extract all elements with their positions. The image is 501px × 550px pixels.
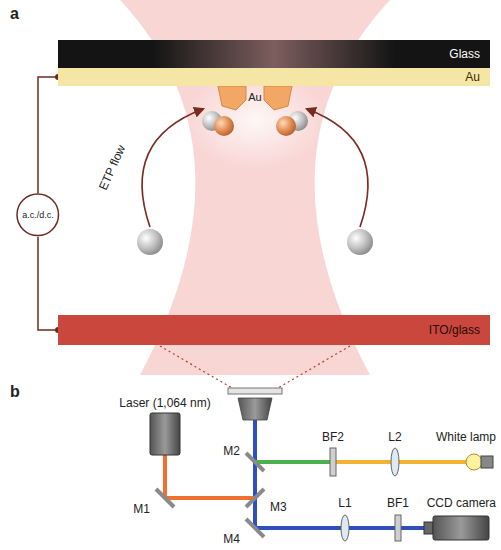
- au-nanostructure: [218, 86, 246, 110]
- laser-source: [150, 413, 180, 455]
- wire: [38, 237, 58, 330]
- source-circle: [17, 194, 59, 236]
- callout-name: M3: [270, 501, 287, 515]
- flow-arrow: [307, 109, 368, 227]
- lens: [341, 515, 349, 541]
- camera-lens: [424, 522, 433, 534]
- mirror: [246, 453, 264, 471]
- part-name: Au: [248, 91, 261, 104]
- bandpass-filter: [330, 448, 336, 476]
- layer-label: Glass: [449, 47, 480, 61]
- trapped-particle: [214, 116, 234, 136]
- gold-film: Au: [58, 68, 490, 86]
- bandpass-filter: [395, 515, 401, 541]
- lamp-base: [481, 456, 493, 468]
- callout-name: M1: [133, 503, 150, 517]
- flow-label: ETP flow: [97, 143, 129, 192]
- callout-name: L1: [338, 497, 351, 511]
- wire: [38, 77, 58, 193]
- trapped-particle: [276, 116, 296, 136]
- zoom-line: [160, 346, 232, 388]
- callout-name: M2: [223, 445, 240, 459]
- mirror: [246, 519, 264, 537]
- layer-label: a.c./d.c.: [22, 210, 54, 220]
- flow-arrow: [142, 109, 203, 227]
- mirror: [156, 489, 174, 507]
- particle: [137, 229, 163, 255]
- ito-glass-layer: ITO/glass: [58, 315, 490, 345]
- particle: [347, 229, 373, 255]
- illumination-beam: [333, 460, 470, 464]
- layer-label: Au: [465, 70, 480, 84]
- layer-label: ITO/glass: [429, 323, 480, 337]
- illumination-beam: [255, 460, 333, 464]
- callout-name: BF1: [387, 497, 409, 511]
- sample-slide: [228, 388, 282, 394]
- mirror: [246, 489, 264, 507]
- lamp-bulb: [466, 454, 482, 470]
- camera-body: [433, 516, 489, 540]
- imaging-beam: [253, 420, 257, 528]
- lens: [391, 448, 399, 476]
- panel-letter: b: [10, 383, 20, 401]
- part-name: CCD camera: [427, 497, 496, 511]
- callout-name: BF2: [322, 431, 344, 445]
- laser-path: [165, 496, 255, 500]
- voltage-source: a.c./d.c.: [16, 193, 60, 237]
- callout-name: M4: [223, 533, 240, 547]
- objective: [238, 398, 272, 420]
- au-nanostructure: [264, 86, 292, 110]
- panel-letter: a: [10, 5, 19, 23]
- zoom-line: [278, 346, 350, 388]
- laser-path: [163, 455, 167, 498]
- glass-layer: Glass: [58, 40, 490, 68]
- part-name: White lamp: [436, 431, 496, 445]
- callout-name: L2: [388, 431, 401, 445]
- part-name: Laser (1,064 nm): [119, 397, 210, 411]
